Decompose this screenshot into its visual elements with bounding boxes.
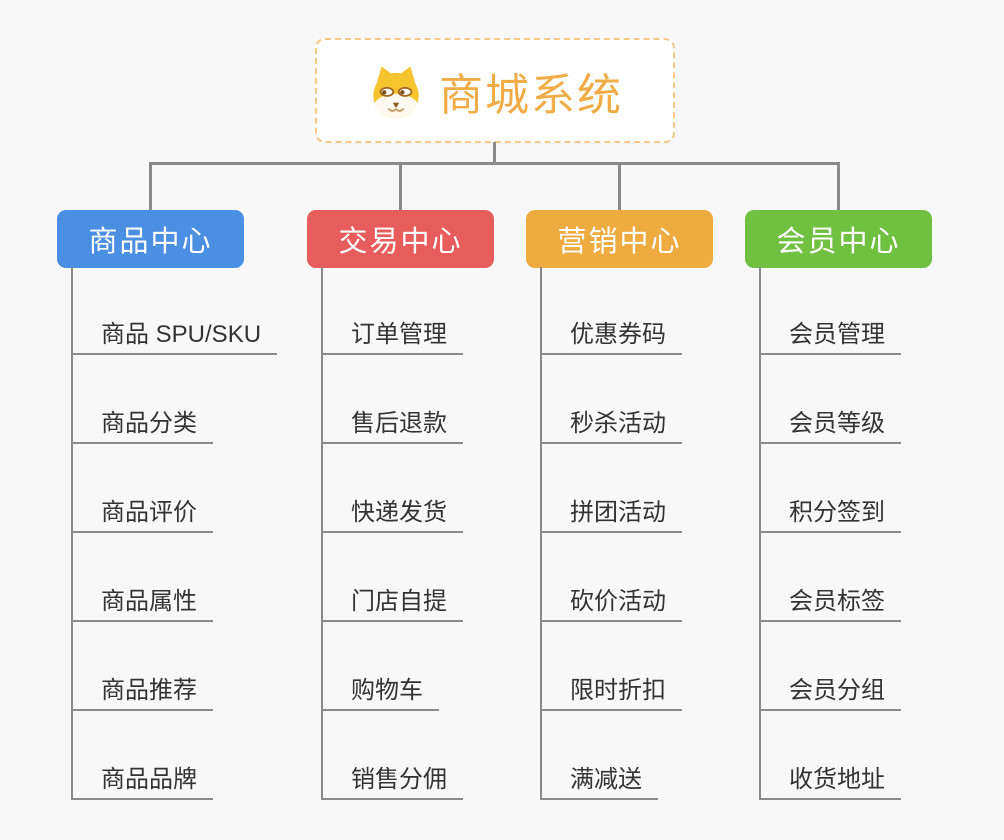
- list-item[interactable]: 会员分组: [759, 673, 901, 711]
- connector-line: [493, 142, 496, 163]
- list-item[interactable]: 限时折扣: [540, 673, 682, 711]
- list-item[interactable]: 砍价活动: [540, 584, 682, 622]
- root-node[interactable]: 商城系统: [315, 38, 675, 143]
- branch-trade-center[interactable]: 交易中心: [307, 210, 494, 268]
- list-item[interactable]: 订单管理: [321, 317, 463, 355]
- list-item[interactable]: 优惠券码: [540, 317, 682, 355]
- list-item[interactable]: 销售分佣: [321, 762, 463, 800]
- list-item[interactable]: 积分签到: [759, 495, 901, 533]
- connector-line: [149, 162, 152, 210]
- connector-line: [149, 162, 839, 165]
- list-item[interactable]: 售后退款: [321, 406, 463, 444]
- list-item[interactable]: 拼团活动: [540, 495, 682, 533]
- connector-line: [837, 162, 840, 210]
- connector-line: [618, 162, 621, 210]
- list-item[interactable]: 商品分类: [71, 406, 213, 444]
- list-item[interactable]: 门店自提: [321, 584, 463, 622]
- connector-line: [759, 267, 761, 800]
- list-item[interactable]: 会员等级: [759, 406, 901, 444]
- branch-member-center[interactable]: 会员中心: [745, 210, 932, 268]
- list-item[interactable]: 商品评价: [71, 495, 213, 533]
- connector-line: [399, 162, 402, 210]
- list-item[interactable]: 购物车: [321, 673, 439, 711]
- connector-line: [321, 267, 323, 800]
- connector-line: [71, 267, 73, 800]
- list-item[interactable]: 快递发货: [321, 495, 463, 533]
- branch-marketing-center[interactable]: 营销中心: [526, 210, 713, 268]
- list-item[interactable]: 商品 SPU/SKU: [71, 317, 278, 355]
- list-item[interactable]: 收货地址: [759, 762, 901, 800]
- list-item[interactable]: 商品属性: [71, 584, 213, 622]
- list-item[interactable]: 商品推荐: [71, 673, 213, 711]
- root-title: 商城系统: [439, 70, 623, 120]
- list-item[interactable]: 秒杀活动: [540, 406, 682, 444]
- list-item[interactable]: 会员标签: [759, 584, 901, 622]
- list-item[interactable]: 商品品牌: [71, 762, 213, 800]
- branch-product-center[interactable]: 商品中心: [57, 210, 244, 268]
- list-item[interactable]: 满减送: [540, 762, 658, 800]
- list-item[interactable]: 会员管理: [759, 317, 901, 355]
- dog-face-icon: [373, 66, 419, 118]
- connector-line: [540, 267, 542, 800]
